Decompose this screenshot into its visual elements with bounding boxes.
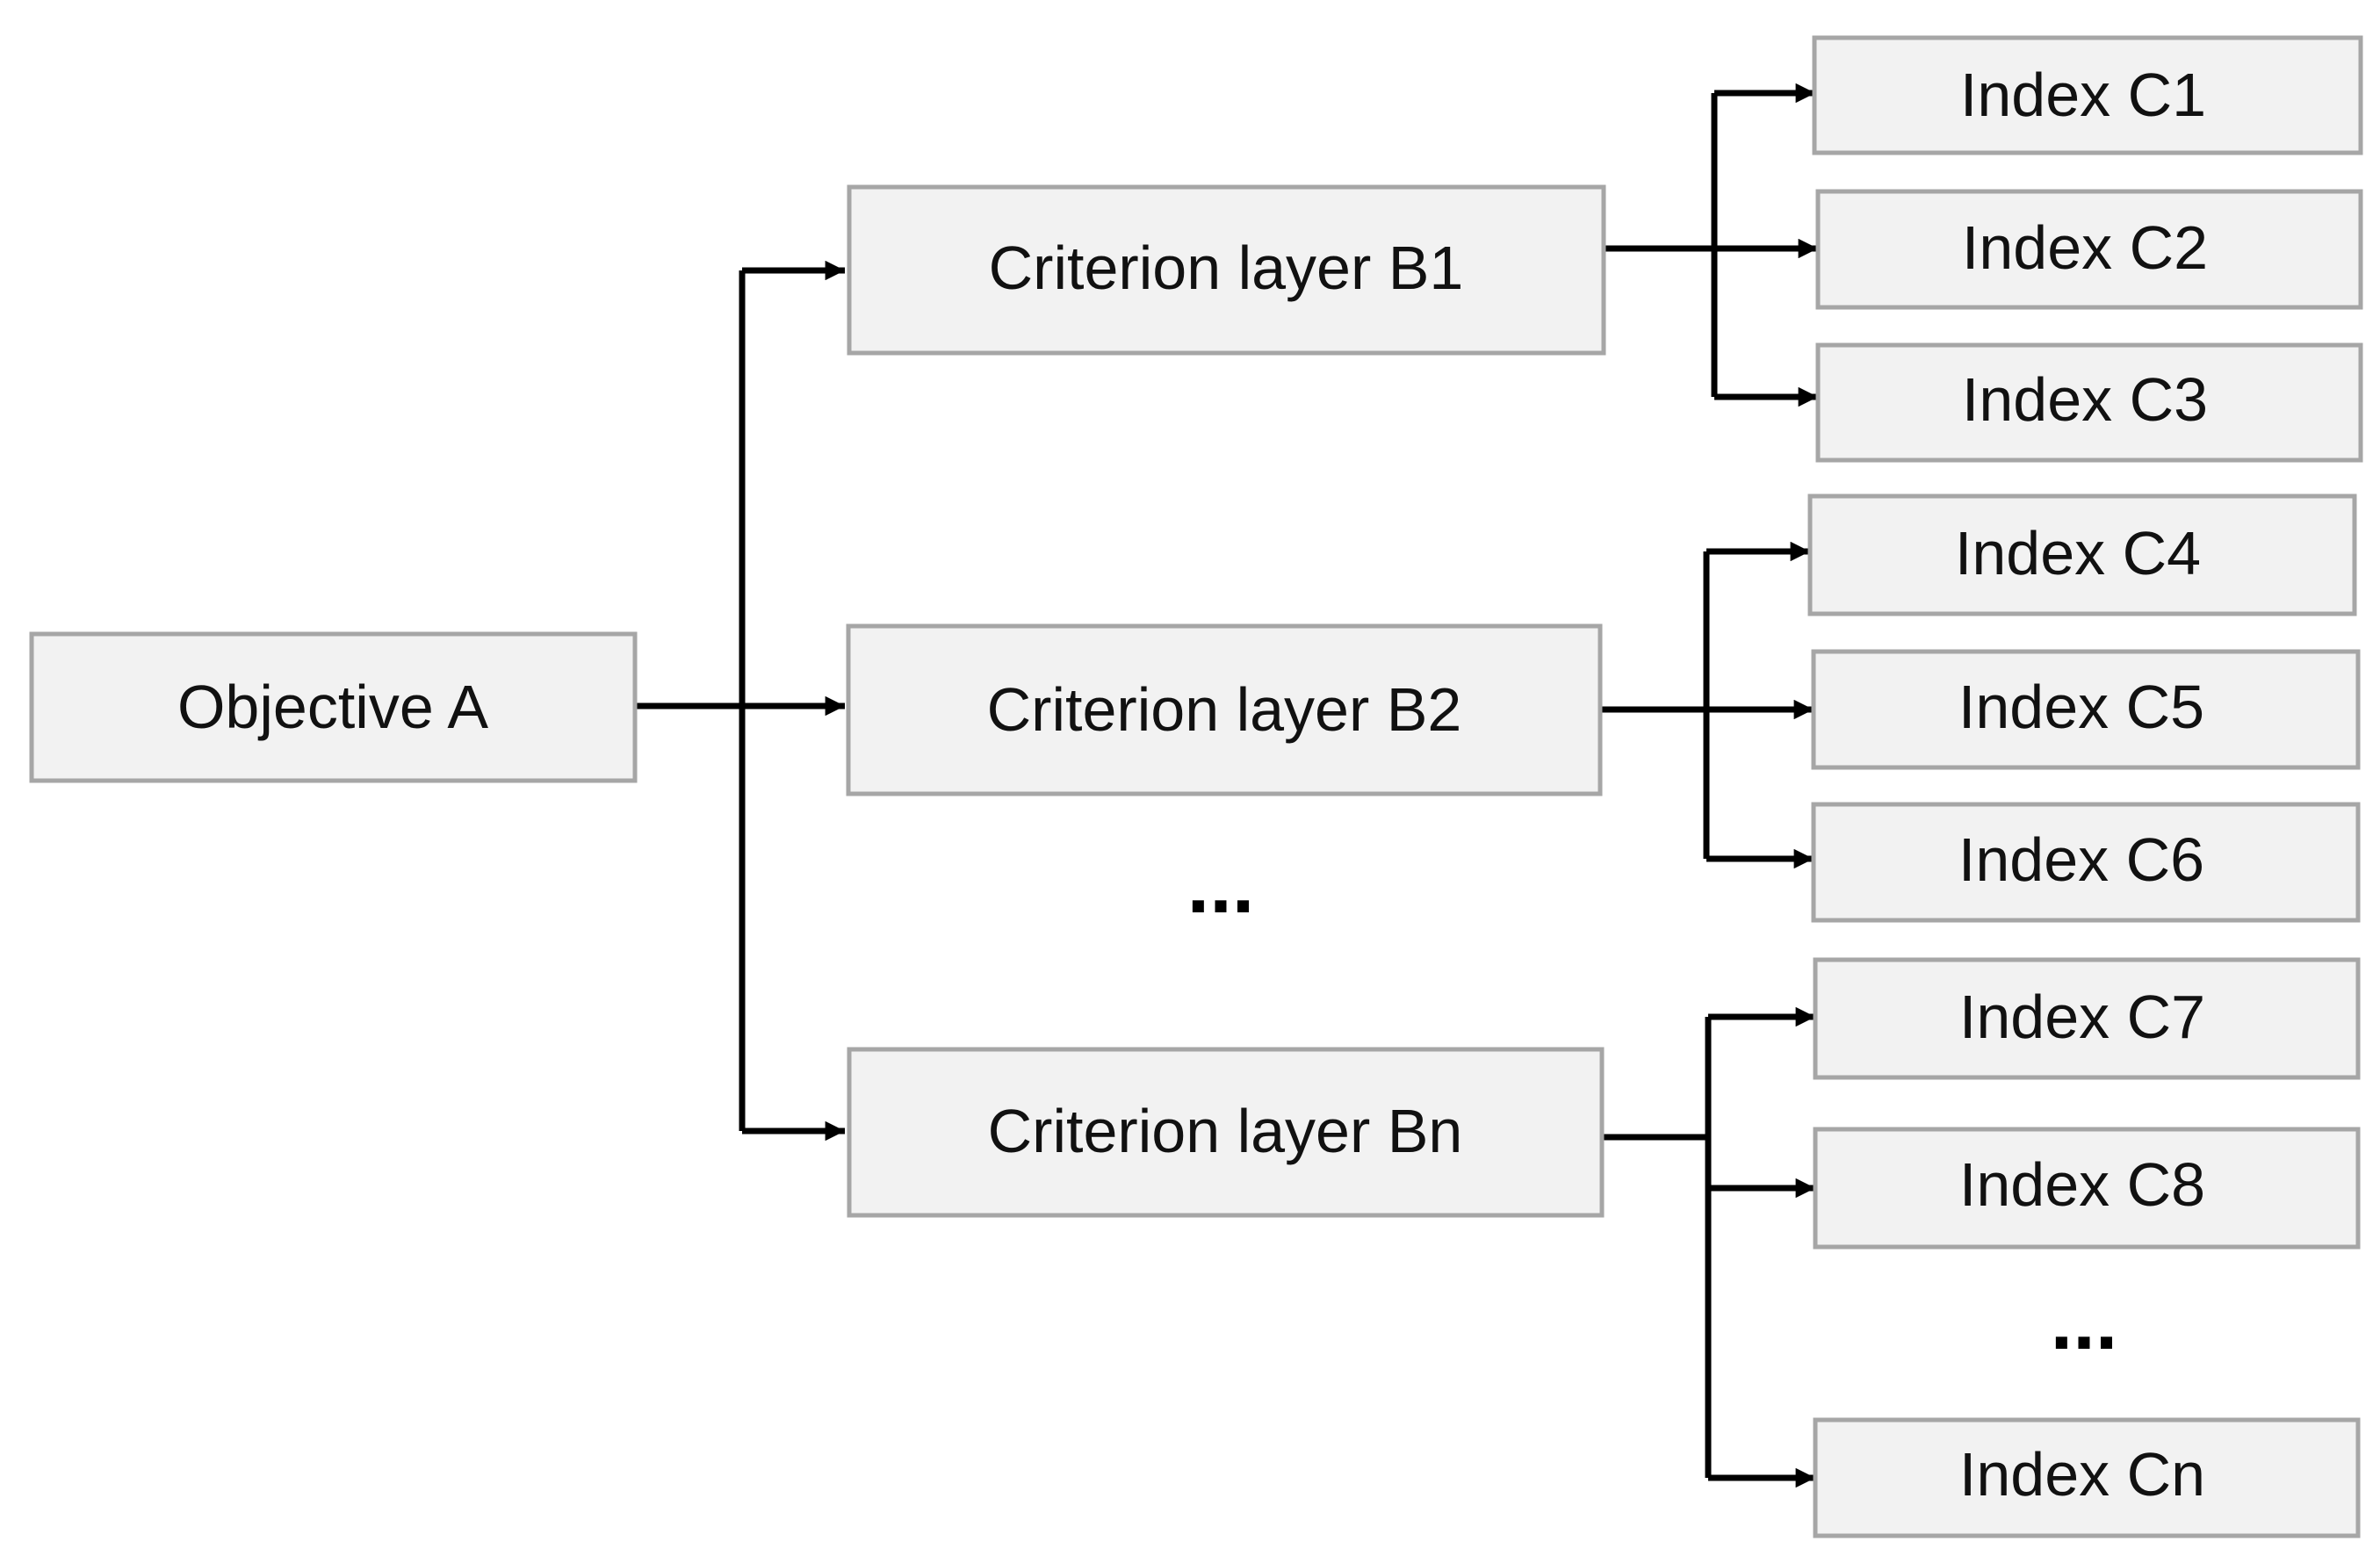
index-label-c6: Index C6 bbox=[1958, 825, 2204, 894]
connector-b2-trunk bbox=[1600, 551, 1710, 859]
index-label-c8: Index C8 bbox=[1959, 1150, 2205, 1219]
criterion-bn-connectors bbox=[1602, 1006, 1815, 1488]
criterion-b2-connectors bbox=[1600, 541, 1814, 869]
connector-b1-trunk bbox=[1604, 93, 1718, 397]
index-node-c7: Index C7 bbox=[1813, 957, 2361, 1080]
index-node-c2: Index C2 bbox=[1815, 189, 2363, 310]
criterion-node-bn: Criterion layer Bn bbox=[847, 1047, 1605, 1218]
objective-label: Objective A bbox=[177, 673, 488, 741]
indices-ellipsis: ... bbox=[2051, 1277, 2118, 1366]
index-node-c3: Index C3 bbox=[1815, 342, 2363, 463]
index-node-c5: Index C5 bbox=[1811, 649, 2361, 770]
index-label-cn: Index Cn bbox=[1959, 1440, 2205, 1509]
index-label-c4: Index C4 bbox=[1955, 519, 2201, 587]
connector-bn-trunk bbox=[1602, 1017, 1712, 1478]
objective-node: Objective A bbox=[29, 631, 638, 783]
criteria-ellipsis: ... bbox=[1187, 840, 1255, 930]
index-node-c1: Index C1 bbox=[1812, 35, 2363, 155]
criterion-label-b2: Criterion layer B2 bbox=[987, 675, 1462, 744]
criterion-label-b1: Criterion layer B1 bbox=[989, 234, 1464, 302]
criterion-node-b1: Criterion layer B1 bbox=[847, 184, 1606, 356]
index-label-c1: Index C1 bbox=[1960, 61, 2206, 129]
criterion-node-b2: Criterion layer B2 bbox=[846, 623, 1603, 796]
index-label-c7: Index C7 bbox=[1959, 983, 2205, 1051]
criterion-b1-connectors bbox=[1604, 83, 1818, 407]
connector-objective-trunk bbox=[635, 270, 746, 1131]
index-node-c8: Index C8 bbox=[1813, 1127, 2361, 1250]
index-node-c4: Index C4 bbox=[1807, 493, 2357, 616]
index-label-c2: Index C2 bbox=[1962, 213, 2208, 282]
objective-connectors bbox=[635, 260, 845, 1142]
index-label-c3: Index C3 bbox=[1962, 365, 2208, 434]
index-node-cn: Index Cn bbox=[1813, 1417, 2361, 1538]
criterion-label-bn: Criterion layer Bn bbox=[988, 1097, 1463, 1165]
index-label-c5: Index C5 bbox=[1958, 673, 2204, 741]
index-node-c6: Index C6 bbox=[1811, 802, 2361, 923]
